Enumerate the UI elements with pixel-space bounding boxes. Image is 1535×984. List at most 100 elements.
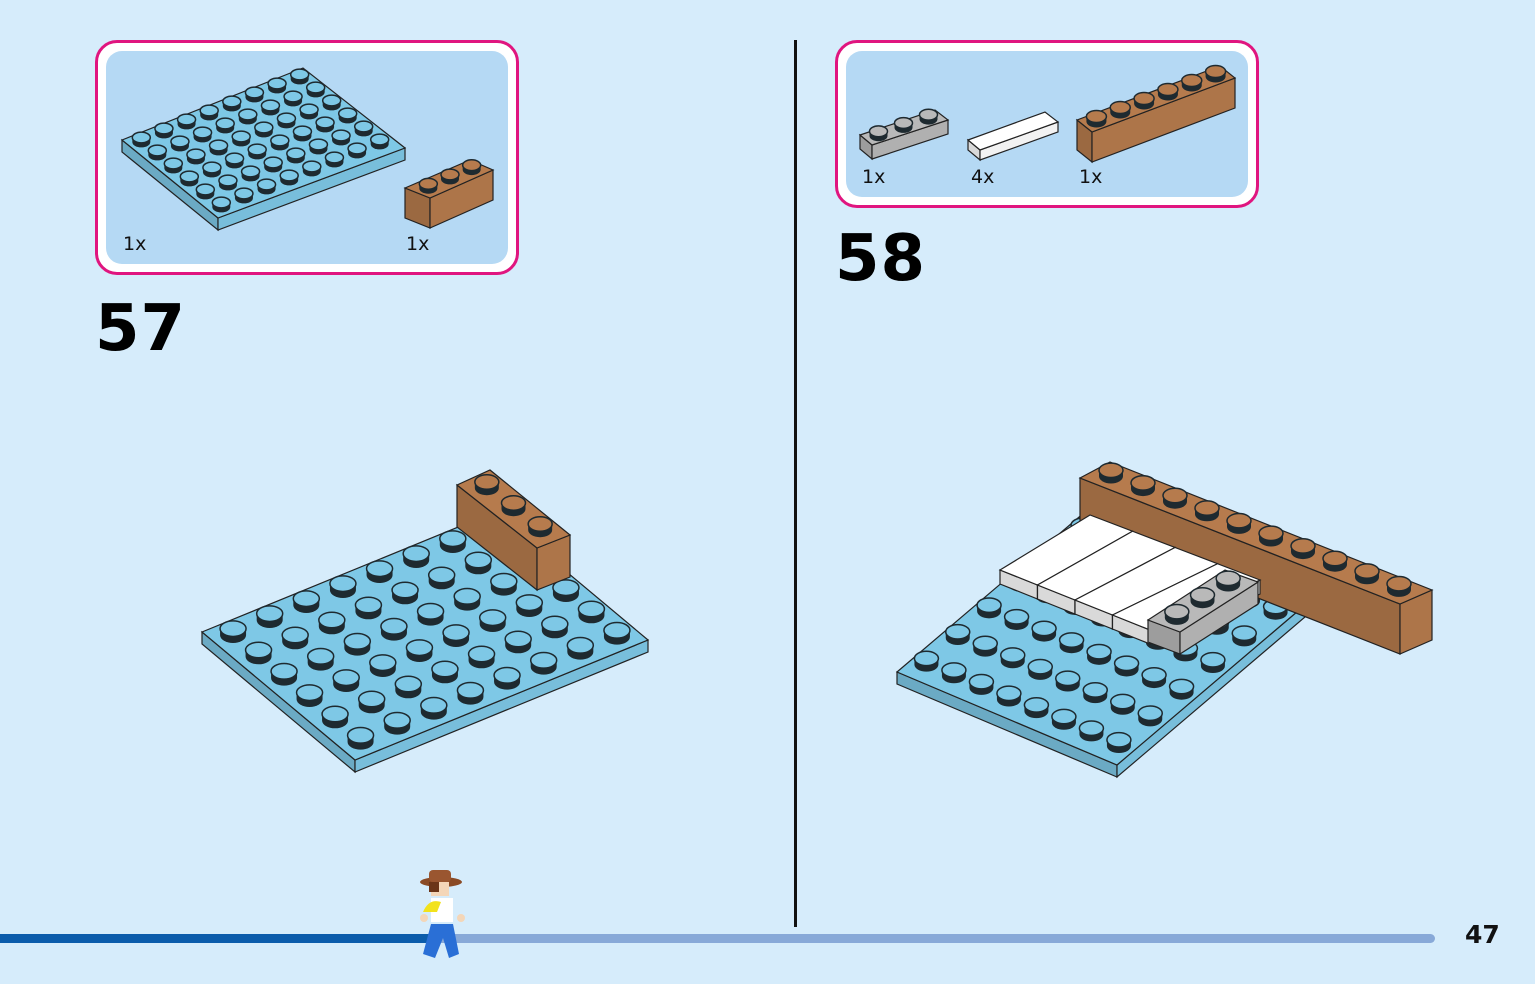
stud — [234, 187, 254, 204]
stud — [208, 139, 229, 156]
stud — [493, 666, 521, 690]
stud — [1000, 647, 1026, 669]
stud — [478, 609, 507, 632]
stud — [527, 516, 553, 538]
stud — [391, 581, 419, 605]
stud — [474, 474, 500, 496]
stud — [202, 161, 222, 178]
stud — [1051, 708, 1077, 730]
stud — [1003, 608, 1030, 630]
stud — [402, 545, 430, 568]
stud — [244, 86, 265, 103]
stud — [270, 662, 298, 686]
stud — [442, 624, 470, 647]
stud — [1110, 693, 1136, 715]
step-number-58: 58 — [835, 222, 927, 296]
stud — [918, 108, 939, 125]
stud — [1162, 487, 1188, 509]
stud — [968, 673, 995, 695]
stud — [504, 630, 532, 654]
callout-grey-plate-1x3 — [858, 108, 950, 161]
stud — [289, 68, 310, 85]
stud — [461, 159, 482, 176]
callout-plate-6x8 — [120, 67, 407, 232]
stud — [405, 639, 434, 662]
stud — [418, 177, 439, 194]
stud — [1130, 474, 1156, 497]
stud — [868, 125, 889, 142]
stud — [456, 681, 485, 705]
stud — [383, 711, 411, 735]
stud — [380, 617, 408, 641]
stud — [353, 120, 374, 137]
stud — [1322, 550, 1348, 572]
page-divider — [794, 40, 797, 927]
stud — [1157, 82, 1179, 101]
stud — [1137, 705, 1163, 727]
progress-fill — [0, 934, 431, 943]
stud — [240, 165, 261, 182]
stud — [318, 611, 346, 635]
stud — [453, 587, 481, 611]
stud — [343, 632, 372, 656]
stud — [254, 121, 274, 138]
stud — [247, 143, 267, 160]
stud — [1086, 643, 1112, 665]
stud — [276, 112, 297, 129]
stud — [255, 605, 284, 628]
stud — [260, 99, 281, 116]
stud — [490, 572, 518, 596]
stud — [283, 90, 303, 107]
step-number-57: 57 — [95, 292, 187, 366]
stud — [292, 125, 313, 142]
stud — [329, 575, 357, 598]
stud — [295, 684, 324, 707]
stud — [347, 142, 367, 159]
stud — [945, 623, 971, 646]
stud — [224, 152, 245, 169]
stud — [1204, 64, 1227, 83]
stud — [170, 135, 190, 152]
part-quantity: 1x — [123, 233, 147, 255]
stud — [365, 560, 394, 583]
stud — [211, 196, 232, 213]
stud — [1055, 670, 1081, 692]
stud — [416, 602, 445, 626]
minifigure-walker-icon — [420, 870, 465, 958]
stud — [1231, 625, 1257, 647]
stud — [1354, 563, 1380, 585]
stud — [179, 170, 200, 187]
stud — [219, 620, 247, 643]
stud — [321, 705, 349, 729]
stud — [222, 95, 242, 112]
stud — [1164, 603, 1190, 625]
stud — [147, 144, 168, 161]
stud — [337, 107, 358, 124]
stud — [972, 635, 998, 657]
stud — [566, 636, 595, 660]
stud — [1058, 632, 1085, 654]
plate-6x8 — [200, 511, 650, 774]
stud — [515, 594, 544, 617]
stud — [1031, 620, 1057, 642]
stud — [1027, 658, 1053, 680]
stud — [231, 130, 251, 147]
stud — [131, 131, 152, 148]
brick-long — [1078, 461, 1434, 655]
stud — [529, 651, 558, 675]
stud — [281, 626, 309, 650]
stud — [263, 156, 283, 173]
stud — [1098, 462, 1124, 484]
stud — [292, 590, 321, 613]
progress-track — [0, 934, 1435, 943]
stud — [893, 116, 914, 133]
stud — [354, 596, 383, 620]
stud — [346, 726, 375, 750]
stud — [1258, 525, 1284, 547]
stud — [324, 151, 345, 168]
stud — [192, 126, 213, 143]
stud — [256, 178, 277, 195]
brick-1x3 — [455, 469, 572, 592]
stud — [186, 148, 206, 165]
